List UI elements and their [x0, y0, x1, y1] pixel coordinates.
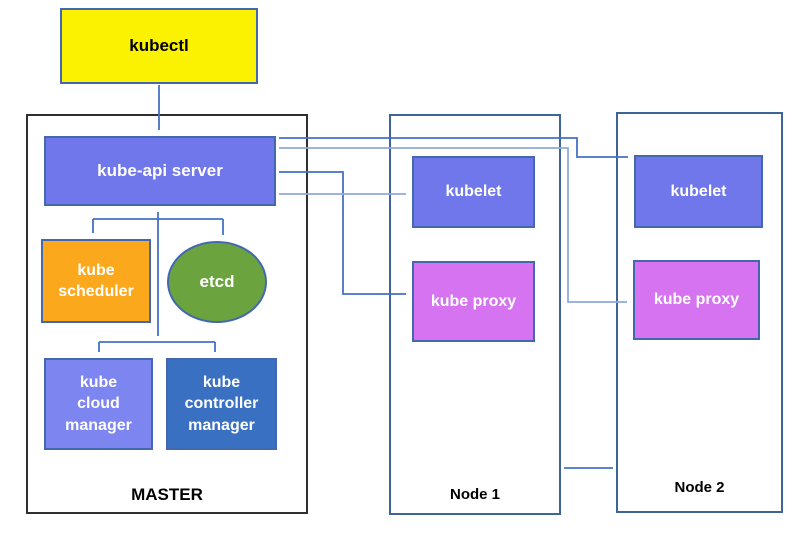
kubectl-label: kubectl	[129, 35, 189, 55]
kube-scheduler-label: kube scheduler	[58, 261, 134, 300]
master-label: MASTER	[131, 485, 203, 504]
node1-label: Node 1	[449, 486, 500, 503]
node2-kubelet-box: kubelet	[634, 155, 763, 228]
kube-api-server-label: kube-api server	[97, 160, 223, 180]
etcd-label: etcd	[199, 271, 235, 291]
kube-controller-manager-label: kube controller manager	[184, 374, 259, 434]
etcd-ellipse: etcd	[167, 241, 267, 323]
node2-kubelet-label: kubelet	[670, 182, 727, 200]
kube-controller-manager-box: kube controller manager	[166, 358, 277, 450]
kube-cloud-manager-box: kube cloud manager	[44, 358, 153, 450]
kubectl-box: kubectl	[60, 8, 258, 84]
kube-api-server-box: kube-api server	[44, 136, 276, 206]
node1-kube-proxy-box: kube proxy	[412, 261, 535, 342]
node2-label: Node 2	[674, 479, 725, 496]
node2-kube-proxy-box: kube proxy	[633, 260, 760, 340]
kube-scheduler-box: kube scheduler	[41, 239, 151, 323]
node2-kube-proxy-label: kube proxy	[653, 291, 740, 309]
node1-kube-proxy-label: kube proxy	[430, 292, 517, 310]
node1-kubelet-box: kubelet	[412, 156, 535, 228]
node1-kubelet-label: kubelet	[445, 183, 502, 201]
kube-cloud-manager-label: kube cloud manager	[65, 374, 132, 434]
